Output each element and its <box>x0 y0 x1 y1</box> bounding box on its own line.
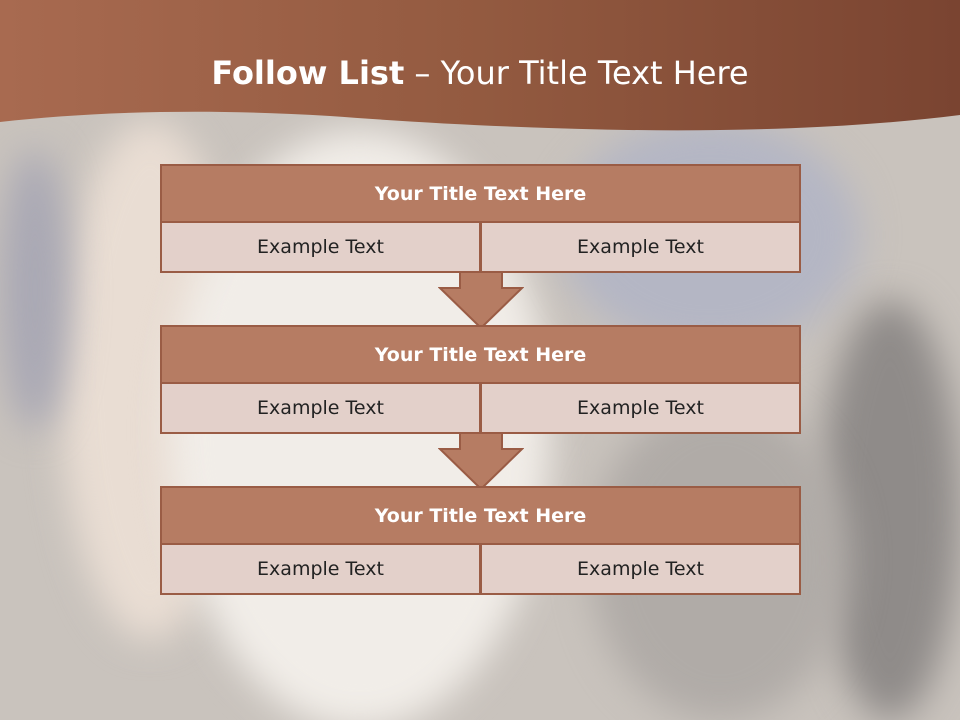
step-title: Your Title Text Here <box>160 164 801 223</box>
step-title: Your Title Text Here <box>160 486 801 545</box>
step-cell-right: Example Text <box>480 221 801 273</box>
step-cell-right: Example Text <box>480 543 801 595</box>
page-title: Follow List – Your Title Text Here <box>0 54 960 92</box>
page-title-rest: – Your Title Text Here <box>404 54 749 92</box>
step-cell-left: Example Text <box>160 543 481 595</box>
step-cell-left: Example Text <box>160 221 481 273</box>
step-cell-left: Example Text <box>160 382 481 434</box>
step-title: Your Title Text Here <box>160 325 801 384</box>
down-arrow-icon <box>438 432 524 491</box>
page-title-bold: Follow List <box>211 54 405 92</box>
header-band <box>0 0 960 131</box>
step-cell-right: Example Text <box>480 382 801 434</box>
background-person-left <box>0 150 70 430</box>
down-arrow-icon <box>438 271 524 330</box>
